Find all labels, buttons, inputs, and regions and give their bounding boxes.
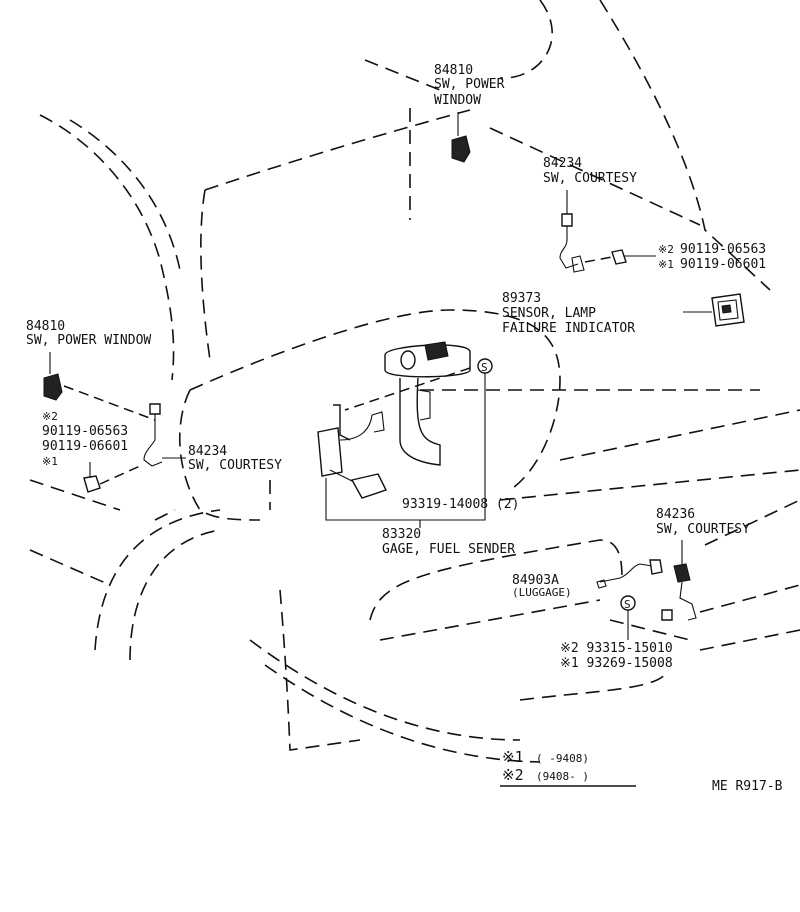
label-fuel-gage: 83320 GAGE, FUEL SENDER bbox=[382, 527, 515, 557]
part-name: SW, POWER WINDOW bbox=[26, 333, 151, 348]
part-name-cont: FAILURE INDICATOR bbox=[502, 321, 635, 336]
part-number: 89373 bbox=[502, 291, 541, 306]
screw-s-mark-right: S bbox=[620, 595, 636, 640]
courtesy-switch-right bbox=[661, 540, 697, 621]
svg-text:※2: ※2 bbox=[658, 243, 674, 256]
svg-text:( -9408): ( -9408) bbox=[536, 752, 589, 765]
label-bolt-top: ※2 90119-06563 ※1 90119-06601 bbox=[658, 242, 766, 272]
courtesy-switch-left bbox=[83, 403, 186, 493]
part-name: SENSOR, LAMP bbox=[502, 306, 596, 321]
part-number: 84810 bbox=[434, 63, 473, 78]
svg-text:※1 93269-15008: ※1 93269-15008 bbox=[560, 656, 673, 671]
part-name-cont: WINDOW bbox=[434, 93, 481, 108]
label-power-window-top: 84810 SW, POWER WINDOW bbox=[434, 63, 505, 108]
label-courtesy-top: 84234 SW, COURTESY bbox=[543, 156, 637, 186]
svg-text:※2: ※2 bbox=[42, 410, 58, 423]
fuel-tank-assembly: S bbox=[317, 341, 493, 528]
date-range-legend: ※1 ( -9408) ※2 (9408- ) bbox=[500, 748, 636, 787]
part-name: GAGE, FUEL SENDER bbox=[382, 542, 515, 557]
part-name: SW, POWER bbox=[434, 77, 505, 92]
part-note: (LUGGAGE) bbox=[512, 586, 572, 599]
part-number: 84903A bbox=[512, 573, 559, 588]
svg-text:※1: ※1 bbox=[502, 748, 524, 766]
label-power-window-left: 84810 SW, POWER WINDOW bbox=[26, 319, 151, 348]
power-window-switch-top bbox=[451, 112, 471, 163]
part-number: 84236 bbox=[656, 507, 695, 522]
part-number: 84234 bbox=[543, 156, 582, 171]
label-lamp-sensor: 89373 SENSOR, LAMP FAILURE INDICATOR bbox=[502, 291, 635, 336]
svg-text:90119-06563: 90119-06563 bbox=[42, 424, 128, 439]
screw-s-mark-gage: S bbox=[477, 358, 493, 374]
power-window-switch-left bbox=[43, 352, 156, 421]
lamp-failure-sensor bbox=[683, 293, 745, 327]
label-bolt-left: ※2 90119-06563 90119-06601 ※1 bbox=[42, 410, 128, 468]
label-screw-right: ※2 93315-15010 ※1 93269-15008 bbox=[560, 641, 673, 671]
svg-text:※1: ※1 bbox=[658, 258, 674, 271]
part-number: 84234 bbox=[188, 444, 227, 459]
part-number: 83320 bbox=[382, 527, 421, 542]
svg-text:S: S bbox=[481, 361, 488, 374]
svg-text:(9408- ): (9408- ) bbox=[536, 770, 589, 783]
label-luggage-switch: 84903A (LUGGAGE) bbox=[512, 573, 572, 599]
vehicle-body-outline bbox=[29, 0, 800, 763]
svg-text:※2 93315-15010: ※2 93315-15010 bbox=[560, 641, 673, 656]
luggage-switch bbox=[596, 559, 663, 589]
label-courtesy-right: 84236 SW, COURTESY bbox=[656, 507, 750, 537]
svg-text:S: S bbox=[624, 598, 631, 611]
svg-text:※1: ※1 bbox=[42, 455, 58, 468]
diagram-reference: ME R917-B bbox=[712, 779, 783, 794]
part-name: SW, COURTESY bbox=[656, 522, 750, 537]
svg-text:90119-06601: 90119-06601 bbox=[42, 439, 128, 454]
svg-text:90119-06601: 90119-06601 bbox=[680, 257, 766, 272]
svg-text:93319-14008 (2): 93319-14008 (2) bbox=[402, 497, 519, 512]
label-courtesy-left: 84234 SW, COURTESY bbox=[188, 444, 282, 473]
part-name: SW, COURTESY bbox=[188, 458, 282, 473]
svg-text:※2: ※2 bbox=[502, 766, 524, 784]
fuel-sender-unit bbox=[317, 404, 387, 499]
svg-text:90119-06563: 90119-06563 bbox=[680, 242, 766, 257]
courtesy-switch-top bbox=[559, 190, 656, 273]
label-screw-gage: 93319-14008 (2) bbox=[402, 497, 519, 512]
part-name: SW, COURTESY bbox=[543, 171, 637, 186]
part-number: 84810 bbox=[26, 319, 65, 334]
